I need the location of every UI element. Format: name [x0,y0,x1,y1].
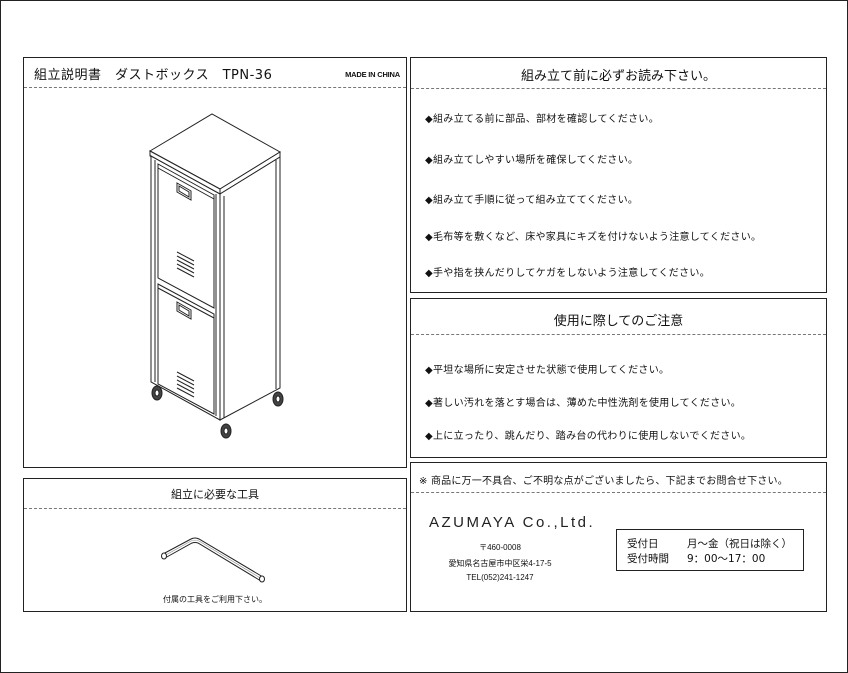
list-item: ◆組み立て手順に従って組み立ててください。 [425,195,639,206]
reception-days-value: 月～金（祝日は除く） [687,538,792,550]
list-item: ◆著しい汚れを落とす場合は、薄めた中性洗剤を使用してください。 [425,398,742,409]
document-title: 組立説明書 ダストボックス TPN-36 [34,68,273,83]
list-item: ◆平坦な場所に安定させた状態で使用してください。 [425,365,670,376]
dashed-divider [24,87,406,88]
address: 愛知県名古屋市中区栄4-17-5 [448,559,552,568]
tools-note: 付属の工具をご利用下さい。 [163,595,267,604]
reception-days-row: 受付日 月～金（祝日は除く） [627,536,792,551]
reception-time-label: 受付時間 [627,553,669,565]
dashed-divider [411,88,826,89]
list-item: ◆組み立てしやすい場所を確保してください。 [425,155,639,166]
contact-heading: ※ 商品に万一不具合、ご不明な点がございましたら、下記までお問合せ下さい。 [419,476,788,487]
hex-key-icon [161,537,265,583]
tools-panel: 組立に必要な工具 付属の工具をご利用下さい。 [23,478,407,612]
list-item: ◆組み立てる前に部品、部材を確認してください。 [425,114,659,125]
reception-time-row: 受付時間 9：00～17：00 [627,551,765,566]
dashed-divider [411,492,826,493]
phone-number: TEL(052)241-1247 [466,573,534,582]
reception-time-value: 9：00～17：00 [687,553,766,565]
company-name: AZUMAYA Co.,Ltd. [429,514,596,531]
made-in-label: MADE IN CHINA [345,70,400,79]
before-assembly-panel: 組み立て前に必ずお読み下さい。 ◆組み立てる前に部品、部材を確認してください。 … [410,57,827,293]
list-item: ◆毛布等を敷くなど、床や家具にキズを付けないよう注意してください。 [425,232,762,243]
dashed-divider [24,508,406,509]
reception-days-label: 受付日 [627,538,659,550]
list-item: ◆手や指を挟んだりしてケガをしないよう注意してください。 [425,268,710,279]
list-item: ◆上に立ったり、跳んだり、踏み台の代わりに使用しないでください。 [425,431,752,442]
postal-code: 〒460-0008 [479,543,521,552]
product-panel: 組立説明書 ダストボックス TPN-36 MADE IN CHINA [23,57,407,468]
reception-hours-box: 受付日 月～金（祝日は除く） 受付時間 9：00～17：00 [616,529,804,571]
contact-panel: ※ 商品に万一不具合、ご不明な点がございましたら、下記までお問合せ下さい。 AZ… [410,462,827,612]
usage-cautions-panel: 使用に際してのご注意 ◆平坦な場所に安定させた状態で使用してください。 ◆著しい… [410,298,827,458]
usage-cautions-heading: 使用に際してのご注意 [553,314,684,329]
before-assembly-heading: 組み立て前に必ずお読み下さい。 [520,69,716,84]
tools-heading: 組立に必要な工具 [171,488,259,501]
dust-box-illustration [148,113,284,439]
dashed-divider [411,334,826,335]
